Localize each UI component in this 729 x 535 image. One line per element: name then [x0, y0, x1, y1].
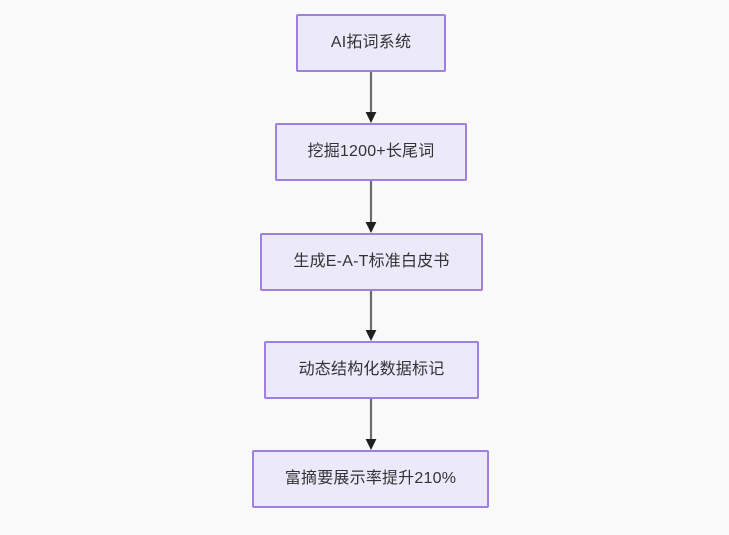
flowchart-node-rich-snippet-result[interactable]: 富摘要展示率提升210%	[252, 450, 489, 508]
connector-node2-node3	[363, 181, 379, 233]
flowchart-node-longtail-mining[interactable]: 挖掘1200+长尾词	[275, 123, 467, 181]
node-label: AI拓词系统	[330, 34, 412, 52]
connector-arrow-icon	[365, 72, 377, 123]
connector-node3-node4	[363, 291, 379, 341]
node-label: 动态结构化数据标记	[298, 361, 445, 379]
node-label: 挖掘1200+长尾词	[307, 143, 435, 161]
connector-node4-node5	[363, 399, 379, 450]
flowchart-node-ai-keyword-system[interactable]: AI拓词系统	[296, 14, 446, 72]
connector-arrow-icon	[365, 181, 377, 233]
node-label: 生成E-A-T标准白皮书	[293, 253, 450, 271]
connector-node1-node2	[363, 72, 379, 123]
flowchart-node-structured-data-markup[interactable]: 动态结构化数据标记	[264, 341, 479, 399]
flowchart-node-eat-whitepaper[interactable]: 生成E-A-T标准白皮书	[260, 233, 483, 291]
connector-arrow-icon	[365, 399, 377, 450]
connector-arrow-icon	[365, 291, 377, 341]
node-label: 富摘要展示率提升210%	[284, 470, 457, 488]
